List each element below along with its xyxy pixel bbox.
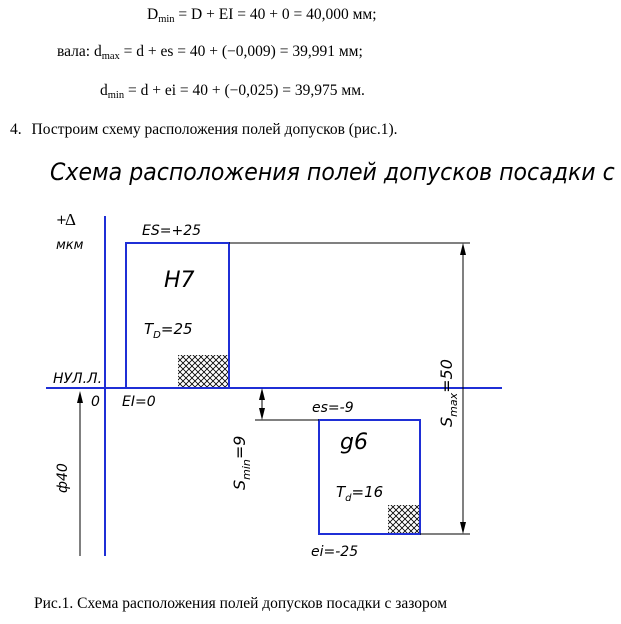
smax-label: Smax=50: [437, 359, 460, 427]
axis-delta: Δ: [65, 210, 76, 229]
step-number: 4.: [10, 121, 22, 138]
smin-arrow-bottom: [259, 408, 265, 420]
shaft-ei-label: ei=-25: [311, 544, 358, 560]
diagram-title: Схема расположения полей допусков посадк…: [50, 159, 621, 186]
formula-shaft-dmin: dmin = d + ei = 40 + (−0,025) = 39,975 м…: [100, 82, 365, 101]
smax-arrow-bottom: [460, 522, 466, 534]
step-4: 4. Построим схему расположения полей доп…: [10, 121, 398, 139]
hole-es-label: ES=+25: [142, 223, 201, 239]
diameter-arrowhead: [77, 391, 83, 403]
formula-body: = d + es = 40 + (−0,009) = 39,991 мм;: [119, 43, 363, 60]
formula-body: = D + EI = 40 + 0 = 40,000 мм;: [174, 6, 377, 23]
hole-zone: [125, 242, 230, 389]
axis-unit: мкм: [56, 238, 84, 253]
hole-name: H7: [164, 268, 195, 293]
smax-arrow-top: [460, 243, 466, 255]
step-text: Построим схему расположения полей допуск…: [31, 121, 398, 138]
zero-line-label: НУЛ.Л.: [53, 371, 102, 387]
smin-label: Smin=9: [230, 436, 253, 491]
formula-subscript: min: [107, 90, 125, 101]
figure-caption: Рис.1. Схема расположения полей допусков…: [34, 595, 448, 612]
smin-arrow-top: [259, 388, 265, 400]
formula-lead: вала:: [57, 43, 94, 60]
formula-body: = d + ei = 40 + (−0,025) = 39,975 мм.: [124, 82, 365, 99]
formula-symbol: d: [93, 43, 102, 60]
hole-ei-label: EI=0: [122, 394, 156, 410]
formula-symbol: d: [100, 82, 108, 99]
formula-dmin-hole: Dmin = D + EI = 40 + 0 = 40,000 мм;: [147, 6, 377, 25]
zero-label: 0: [91, 394, 100, 410]
formula-subscript: min: [158, 14, 175, 25]
shaft-zone: [318, 419, 421, 535]
diameter-label: ф40: [55, 463, 71, 493]
shaft-tolerance: Td=16: [336, 483, 383, 504]
formula-symbol: D: [147, 6, 159, 23]
shaft-hatch: [388, 505, 419, 533]
formula-subscript: max: [101, 51, 120, 62]
formula-shaft-dmax: вала: dmax = d + es = 40 + (−0,009) = 39…: [57, 43, 363, 62]
shaft-es-label: es=-9: [312, 400, 354, 416]
shaft-name: g6: [340, 430, 368, 455]
axis-plus: +: [56, 213, 67, 228]
hole-tolerance: TD=25: [144, 320, 193, 341]
hole-hatch: [178, 355, 228, 387]
